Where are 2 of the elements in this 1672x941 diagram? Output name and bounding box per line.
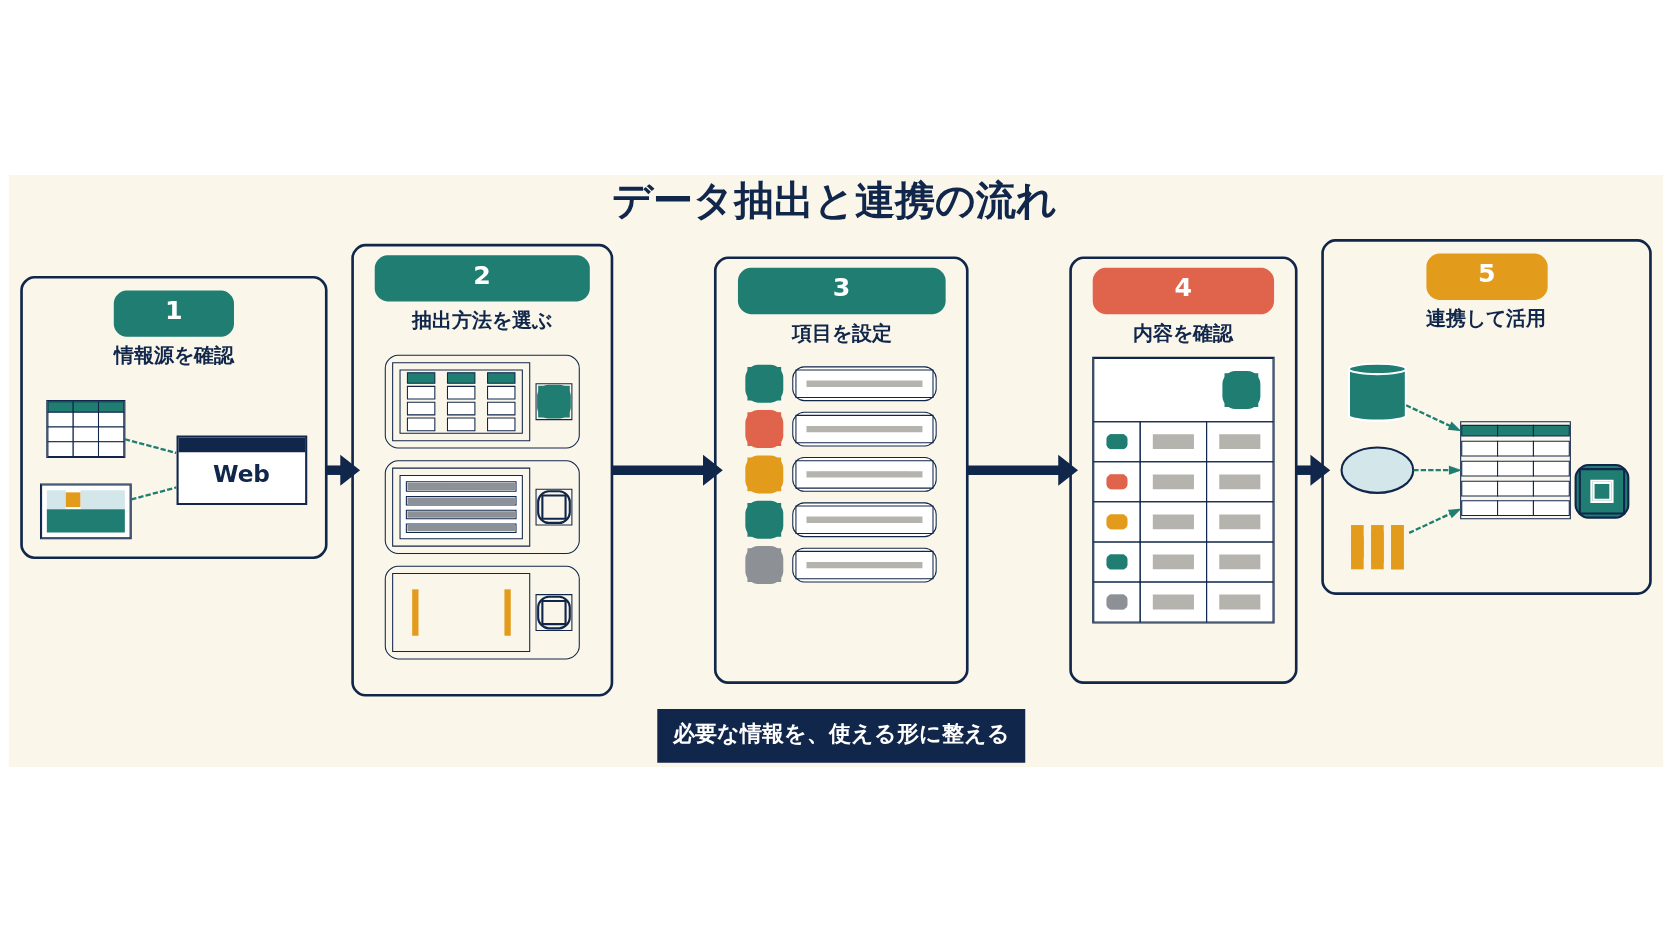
diagram-title: データ抽出と連携の流れ [611,176,1057,223]
caption: 必要な情報を、使える形に整える [672,719,1010,746]
